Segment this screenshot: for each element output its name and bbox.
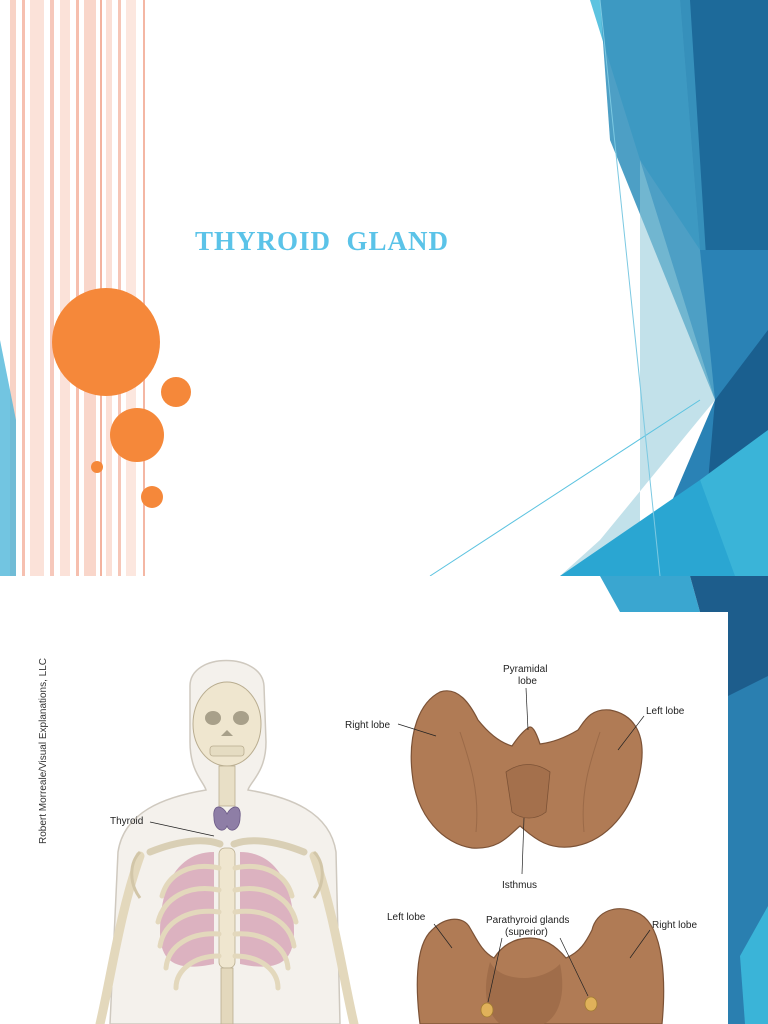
- left-lobe-leader-bottom: [433, 923, 453, 949]
- parathyroid-label-2: (superior): [505, 927, 548, 938]
- skeleton-figure: [95, 659, 359, 1024]
- pyramidal-leader: [525, 687, 529, 731]
- right-lobe-label-bottom: Right lobe: [652, 920, 697, 931]
- illustration-credit: Robert Morreale/Visual Explanations, LLC: [38, 657, 49, 844]
- slide1-background: [0, 0, 768, 576]
- slide2-background: [600, 576, 768, 1024]
- right-lobe-leader-bottom: [629, 929, 651, 959]
- right-lobe-leader-top: [397, 723, 437, 737]
- orange-circles-decoration: [52, 288, 191, 508]
- left-lobe-leader-top: [617, 715, 645, 751]
- thyroid-anterior-view: [410, 690, 643, 849]
- left-lobe-label-bottom: Left lobe: [387, 912, 426, 923]
- anatomy-illustration: Thyroid Right lobe Pyramidal lobe Left l…: [95, 659, 697, 1024]
- pyramidal-label-1: Pyramidal: [503, 664, 547, 675]
- right-lobe-label-top: Right lobe: [345, 720, 390, 731]
- left-teal-sliver: [0, 340, 16, 576]
- isthmus-leader: [521, 817, 525, 875]
- thyroid-posterior-view: [416, 908, 665, 1024]
- anatomy-illustration-panel: Thyroid Right lobe Pyramidal lobe Left l…: [0, 612, 728, 1024]
- left-lobe-label-top: Left lobe: [646, 706, 685, 717]
- slide-title: THYROID GLAND: [195, 226, 450, 256]
- thyroid-leader-line: [149, 821, 215, 837]
- pyramidal-label-2: lobe: [518, 676, 537, 687]
- left-stripe-decoration: [10, 0, 145, 576]
- right-teal-shards: [429, 0, 768, 576]
- thyroid-label: Thyroid: [110, 816, 143, 827]
- parathyroid-leader-right: [559, 937, 589, 997]
- title-slide: THYROID GLAND: [0, 0, 768, 576]
- anatomy-slide: Thyroid Right lobe Pyramidal lobe Left l…: [0, 576, 768, 1024]
- parathyroid-leader-left: [487, 937, 503, 1003]
- isthmus-label: Isthmus: [502, 880, 537, 891]
- parathyroid-label-1: Parathyroid glands: [486, 915, 569, 926]
